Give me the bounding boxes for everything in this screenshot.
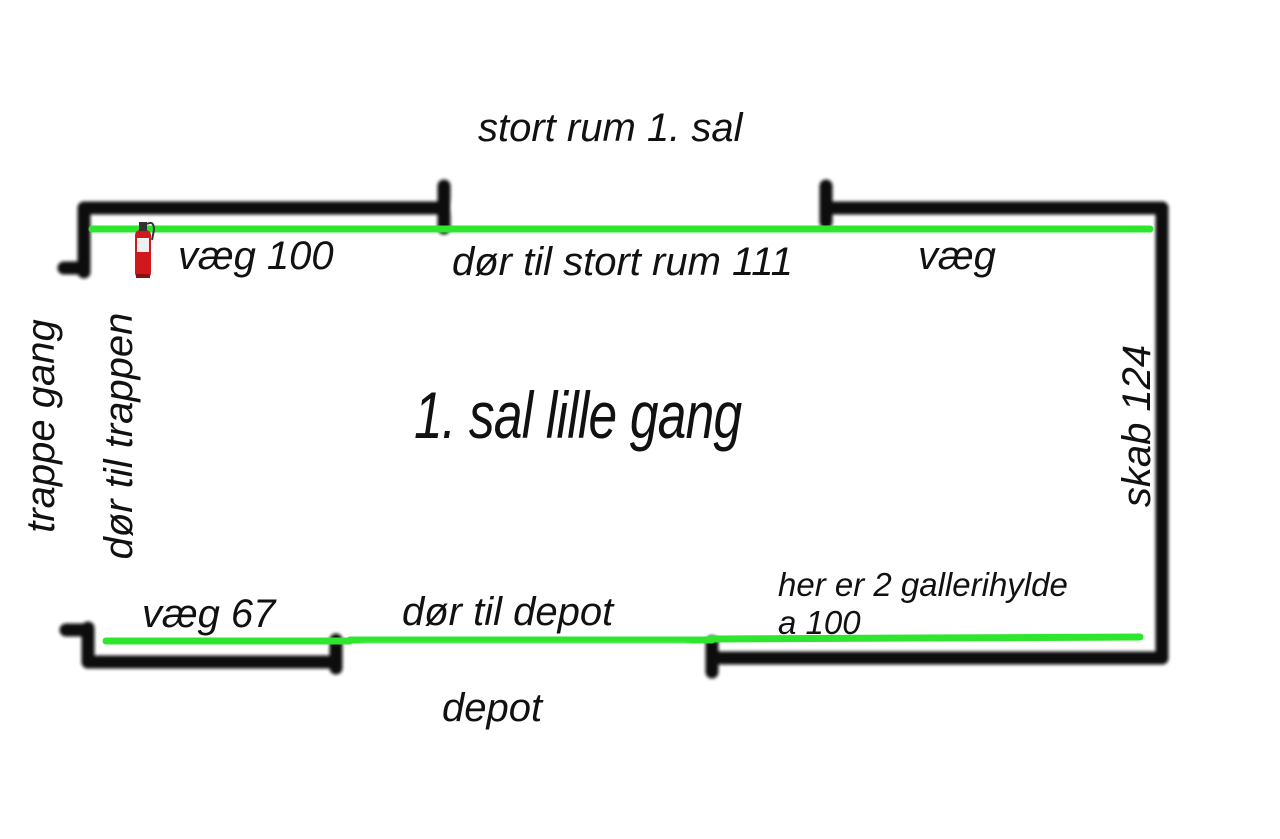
bottom-wall-left-label: væg 67 [142,592,276,636]
stair-door-opening [60,284,102,616]
top-door-opening [452,192,804,222]
bottom-door-opening [352,644,698,674]
top-wall-right-label: væg [918,234,996,278]
right-wall-label: skab 124 [1115,344,1159,508]
top-door-label: dør til stort rum 111 [452,240,793,284]
shelf-note-line1: her er 2 gallerihylde [778,566,1068,603]
fire-extinguisher-icon [135,221,156,278]
bottom-room-label: depot [442,686,543,730]
stair-area-label: trappe gang [19,319,63,533]
walls [57,179,1169,679]
bottom-door-label: dør til depot [402,590,614,634]
top-wall-left-label: væg 100 [178,234,334,278]
highlights [88,225,1154,645]
shelf-note-line2: a 100 [778,604,861,641]
top-room-label: stort rum 1. sal [478,106,743,150]
room-title: 1. sal lille gang [414,378,742,452]
stair-door-label: dør til trappen [97,312,141,560]
door-openings [60,192,804,674]
bottom-highlight-right [708,633,1144,643]
